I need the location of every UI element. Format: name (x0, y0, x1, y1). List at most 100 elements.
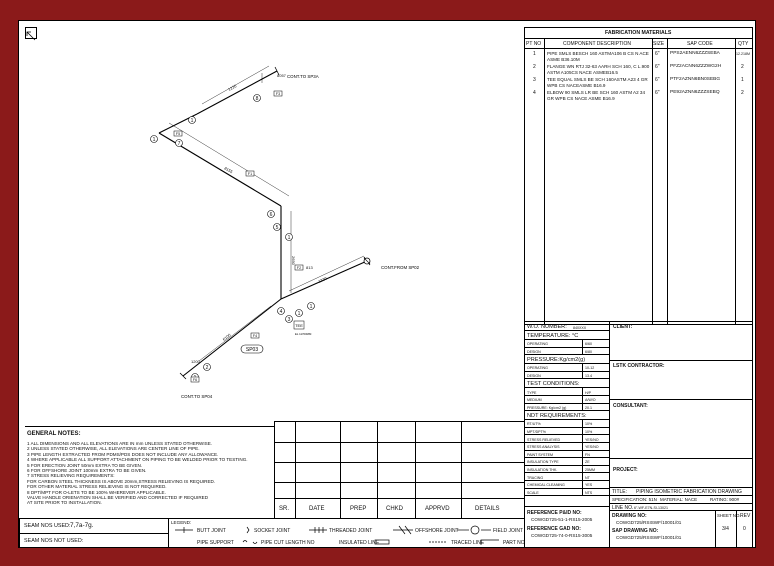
materials-table: FABRICATION MATERIALS PT NO COMPONENT DE… (524, 27, 753, 325)
part-box: F5 (173, 130, 183, 137)
isometric-drawing: 1220 8057 8155 2650 813 1220 6100 1200 8… (150, 65, 420, 399)
svg-text:2: 2 (206, 365, 209, 371)
drawing-sheet: 1220 8057 8155 2650 813 1220 6100 1200 8… (18, 20, 756, 548)
rev-header: DETAILS (475, 506, 500, 512)
cont-label: CONT.TO SP3A (287, 74, 319, 79)
design-data-row: PRESSURE: Kg/cm2 (g)20.1 (525, 403, 609, 412)
general-notes: GENERAL NOTES: 1 ALL DIMENSIONS AND ALL … (25, 426, 275, 506)
rev-header: CHKD (386, 506, 404, 512)
note-line: 2 UNLESS STATED OTHERWISE, ALL ELEVATION… (27, 446, 200, 452)
dimension-label: 6100 (222, 332, 233, 342)
north-arrow-icon (26, 31, 36, 41)
design-data-row: TEMPERATURE: °C (525, 331, 609, 340)
rev-header: SR. (279, 506, 290, 512)
svg-text:1: 1 (298, 311, 301, 317)
weld-tag: 1 (150, 135, 158, 143)
note-line: FOR OTHER MATERIAL STRESS RELIEVING IS N… (27, 484, 167, 490)
col-header: SAP CODE (687, 41, 713, 47)
svg-text:EL 11700MM: EL 11700MM (295, 332, 312, 336)
col-header: SIZE (653, 41, 665, 47)
tee-label: TEE EL 11700MM (293, 320, 312, 336)
dimension-label: 813 (306, 265, 313, 270)
svg-text:1: 1 (310, 304, 313, 310)
svg-text:F2: F2 (297, 266, 301, 270)
weld-tag: 6 (267, 210, 275, 218)
weld-tag: 4 (277, 307, 285, 315)
note-line: FOR CARBON STEEL THICKNESS IS ABOVE 20mm… (27, 478, 216, 484)
client-block: CLIENT: (609, 321, 753, 361)
svg-text:4: 4 (280, 309, 283, 315)
pipe-segment (182, 298, 282, 377)
svg-text:6: 6 (270, 212, 273, 218)
drawing-no-block: DRAWING NO: COWGD725/RSISWF/10001/01 SAP… (609, 510, 716, 547)
dimension-label: 1200 (191, 359, 201, 364)
weld-tag: 1 (285, 233, 293, 241)
reference-block: REFERENCE P&ID NO: COWGD725-51-1-RS15-20… (524, 506, 610, 547)
cont-label: CONT.TO SP04 (181, 394, 213, 399)
dimension-label: 8155 (223, 166, 234, 175)
legend: LEGEND: BUTT JOINT SOCKET JOINT THREADED… (168, 518, 525, 547)
col-header: COMPONENT DESCRIPTION (563, 41, 631, 47)
note-line: 5 FOR ERECTION JOINT 50mm EXTRA TO BE GI… (27, 462, 143, 468)
north-arrow-box (25, 27, 37, 41)
svg-text:1: 1 (153, 137, 156, 143)
weld-tag: 2 (203, 363, 211, 371)
svg-text:F4: F4 (253, 334, 257, 338)
rev-header: APPRVD (425, 506, 450, 512)
design-data-row: W.O. NUMBER:840XXX (525, 322, 609, 331)
svg-text:1: 1 (288, 235, 291, 241)
svg-text:TEE: TEE (295, 323, 303, 328)
design-data-row: INSULATION THK.25MM (525, 465, 609, 474)
rev-header: PREP (350, 506, 367, 512)
part-box: F3 (273, 90, 283, 97)
pipe-segment (280, 260, 368, 300)
svg-text:F5: F5 (176, 132, 180, 136)
consultant-block: CONSULTANT: (609, 399, 753, 459)
design-data-row: TEST CONDITIONS: (525, 379, 609, 389)
dimension-label: 2650 (291, 256, 296, 266)
dimension-label: 8057 (277, 73, 287, 78)
weld-tag: 1 (295, 309, 303, 317)
svg-text:SP03: SP03 (246, 347, 258, 353)
cont-label: CONT.FROM SP02 (381, 265, 420, 270)
offshore-joint-icon (363, 257, 371, 265)
svg-text:3: 3 (288, 317, 291, 323)
note-line: 1 ALL DIMENSIONS AND ALL ELEVATIONS ARE … (27, 441, 213, 446)
design-data-row: PRESSURE:Kg/cm2(g) (525, 355, 609, 365)
part-box: F4 (250, 332, 260, 339)
part-box: F1 (245, 170, 255, 177)
weld-tag: 8 (253, 94, 261, 102)
svg-text:F6: F6 (193, 378, 197, 382)
weld-tag: 3 (285, 315, 293, 323)
note-line: 7 STRESS RELIEVING REQUIREMENTS: (27, 473, 115, 479)
dimension-label: 1220 (227, 83, 238, 92)
design-data-row: MPT/DPT%10% (525, 427, 609, 436)
svg-text:F1: F1 (248, 172, 252, 176)
svg-text:1: 1 (191, 118, 194, 124)
weld-tag: 5 (273, 223, 281, 231)
col-header: QTY (738, 41, 749, 47)
note-line: 3 PIPE LENGTH EXTRACTED FROM PDMS/PDS DO… (27, 451, 219, 457)
svg-text:5: 5 (276, 225, 279, 231)
dimension-label: 1220 (317, 275, 328, 284)
col-header: PT NO (526, 41, 542, 47)
spool-label: SP03 (240, 344, 264, 354)
weld-tag: 1 (307, 302, 315, 310)
sheet-no-block: SHEET NO. 3/4 (715, 510, 741, 547)
note-line: 4 WHERE APPLICABLE ALL SUPPORT ATTACHMEN… (27, 457, 248, 463)
legend-symbols (175, 525, 499, 545)
note-line: AT SITE PRIOR TO INSTALLATION. (27, 500, 102, 506)
svg-text:7: 7 (178, 141, 181, 147)
